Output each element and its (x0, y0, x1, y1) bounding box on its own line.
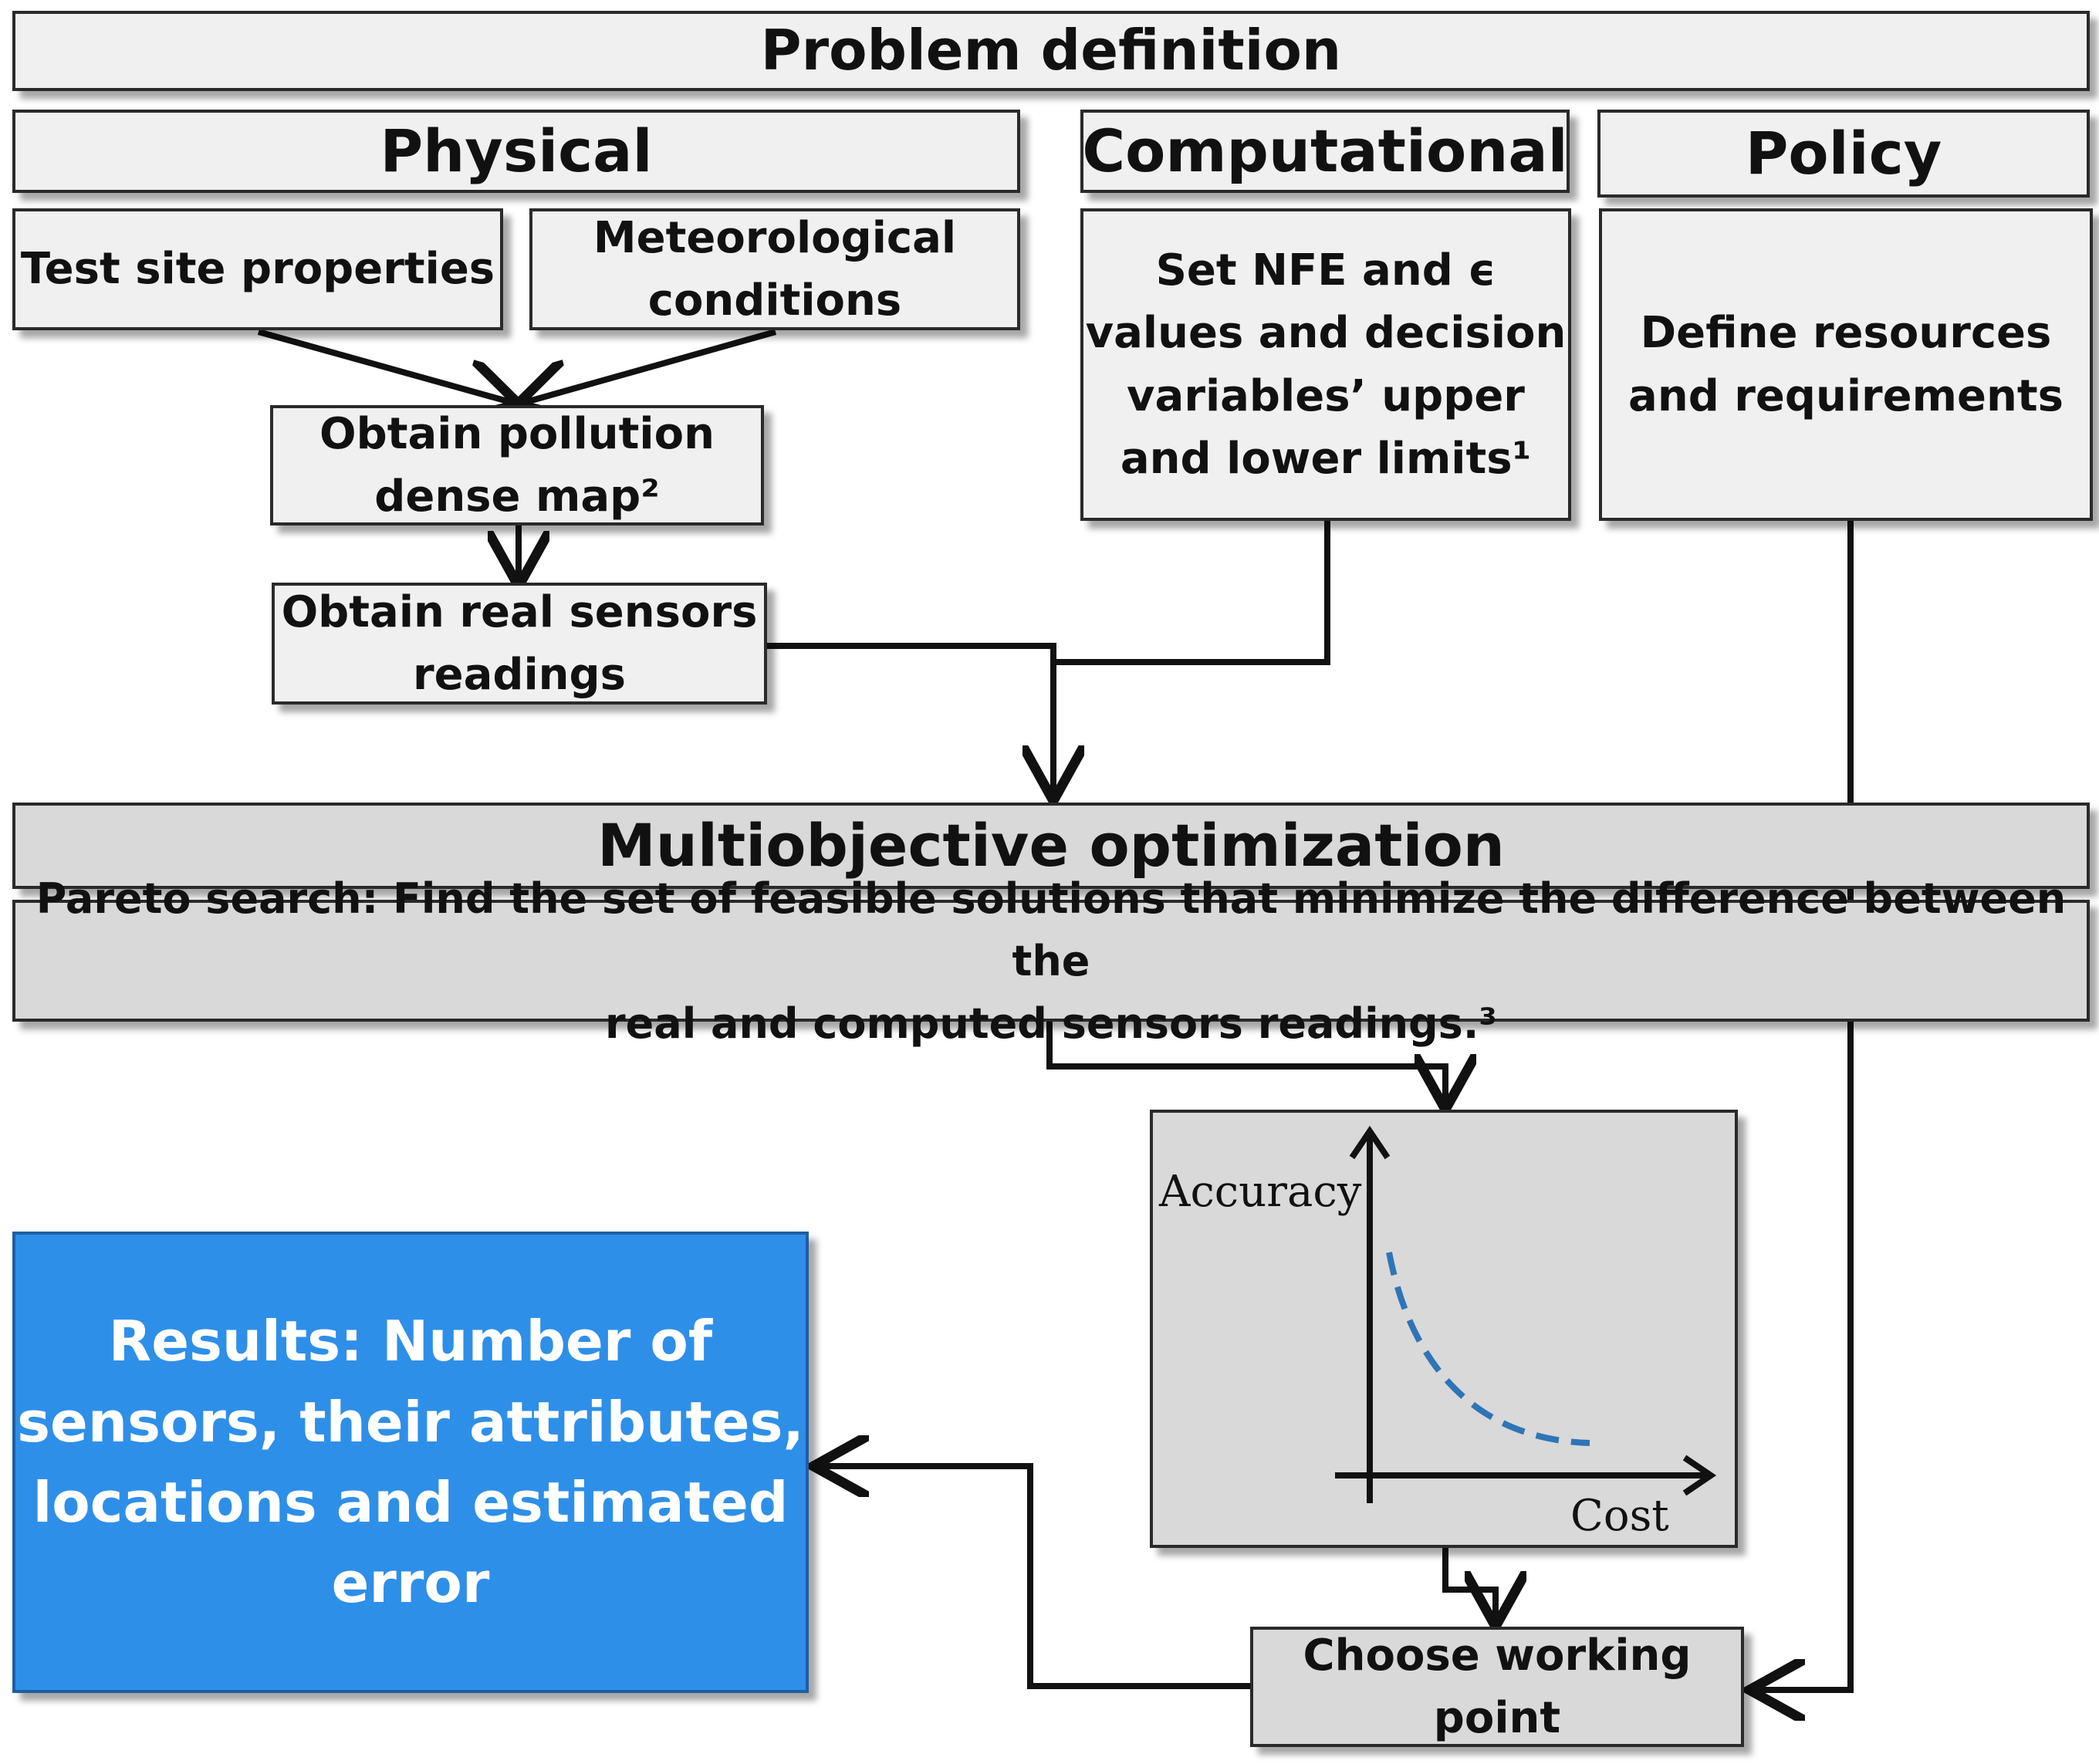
cost-axis-label: Cost (1570, 1491, 1669, 1541)
results-box: Results: Number of sensors, their attrib… (12, 1232, 809, 1693)
working-point-label: Choose working point (1303, 1630, 1692, 1743)
x-axis-arrowhead (1682, 1455, 1717, 1496)
arrow-meteo-to-map (523, 329, 777, 403)
test-site-label: Test site properties (20, 244, 495, 295)
pollution-map-box: Obtain pollution dense map² (270, 405, 764, 525)
meteorological-label: Meteorological conditions (593, 212, 957, 326)
pareto-chart: Accuracy Cost (1158, 1125, 1717, 1541)
pareto-front-curve (1386, 1252, 1590, 1446)
computational-settings-label: Set NFE and ϵ values and decision variab… (1085, 245, 1567, 484)
working-point-box: Choose working point (1250, 1627, 1744, 1747)
physical-title: Physical (380, 117, 653, 186)
pollution-map-label: Obtain pollution dense map² (319, 408, 715, 522)
policy-resources-label: Define resources and requirements (1628, 308, 2064, 421)
line-readings-to-optimization (766, 643, 1053, 795)
meteorological-box: Meteorological conditions (529, 208, 1020, 330)
accuracy-axis-label: Accuracy (1158, 1167, 1362, 1217)
results-label: Results: Number of sensors, their attrib… (17, 1309, 804, 1616)
sensor-readings-label: Obtain real sensors readings (281, 586, 758, 700)
arrow-pareto-to-chart (1046, 1019, 1445, 1103)
computational-title: Computational (1082, 117, 1568, 186)
problem-definition-title: Problem definition (760, 18, 1342, 83)
optimization-title: Multiobjective optimization (597, 811, 1505, 880)
arrow-chart-to-working-point (1442, 1547, 1496, 1620)
computational-header: Computational (1080, 110, 1570, 193)
pareto-search-label: Pareto search: Find the set of feasible … (35, 874, 2067, 1048)
arrow-policy-to-working-point (1756, 521, 1854, 1690)
policy-header: Policy (1597, 110, 2090, 198)
test-site-box: Test site properties (12, 208, 503, 330)
computational-settings-box: Set NFE and ϵ values and decision variab… (1080, 208, 1571, 521)
problem-definition-header: Problem definition (12, 11, 2090, 91)
policy-title: Policy (1745, 119, 1942, 188)
policy-resources-box: Define resources and requirements (1599, 208, 2093, 521)
sensor-readings-box: Obtain real sensors readings (272, 583, 767, 705)
y-axis-arrowhead (1349, 1125, 1391, 1160)
arrow-testsite-to-map (257, 329, 513, 403)
physical-header: Physical (12, 110, 1020, 193)
pareto-search-box: Pareto search: Find the set of feasible … (12, 874, 2090, 1048)
arrow-working-point-to-results (820, 1466, 1250, 1689)
optimization-header: Multiobjective optimization (12, 803, 2090, 889)
line-computational-to-merge (1053, 521, 1330, 665)
